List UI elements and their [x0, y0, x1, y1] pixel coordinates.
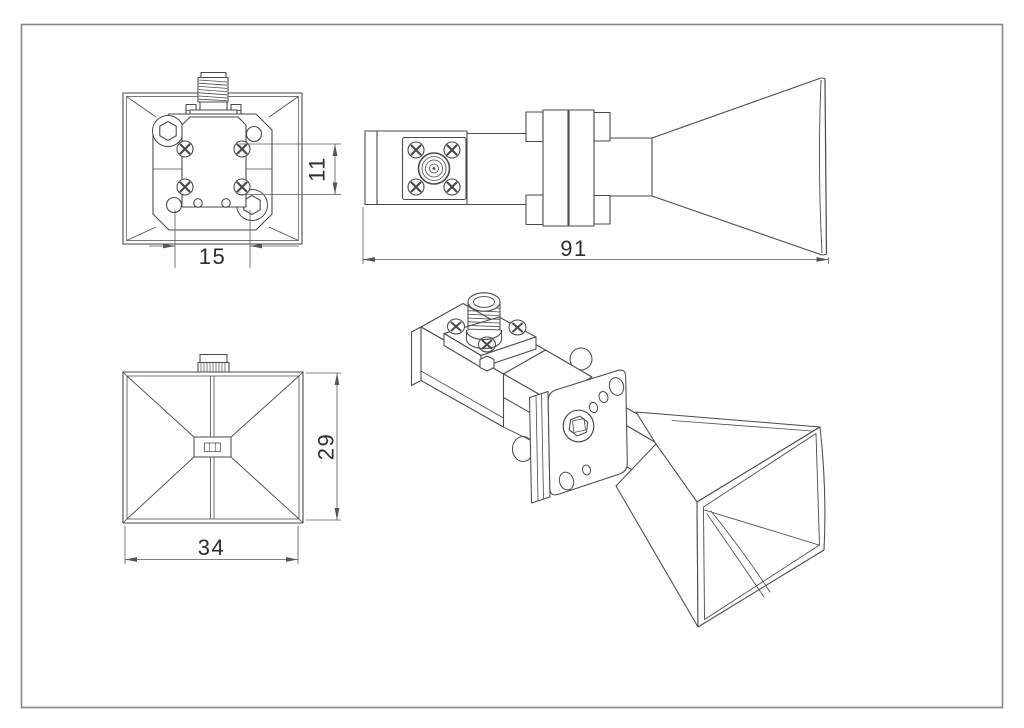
horn-flare-side [651, 77, 828, 256]
iso-sma-pedestal [443, 316, 537, 372]
dim-label-horizontal-spacing: 15 [199, 244, 226, 269]
hex-bolt-icon [159, 120, 177, 142]
dimension-34 [124, 526, 299, 564]
iso-horn [615, 411, 826, 628]
hex-socket-bolt-icon [562, 409, 595, 443]
sma-connector-front [197, 353, 230, 374]
sma-connector-side [417, 152, 451, 185]
through-hole [165, 196, 183, 214]
iso-flange [528, 369, 628, 504]
dim-label-vertical-spacing: 11 [305, 156, 330, 182]
dim-label-overall-length: 91 [560, 236, 587, 261]
aperture-inner-rim [126, 375, 300, 520]
flange-holes [558, 377, 625, 491]
through-hole [245, 125, 263, 143]
corner-chamfer-lines [126, 96, 299, 241]
isometric-view [410, 292, 826, 628]
dimension-15 [149, 210, 299, 268]
dimension-11 [240, 143, 341, 195]
hex-nub-icon [479, 355, 495, 372]
phillips-screw-icon [446, 318, 527, 353]
side-view: 91 [362, 77, 829, 264]
iso-sma-connector [465, 292, 503, 350]
back-view: 11 15 [122, 71, 341, 269]
sma-connector-back [185, 71, 242, 119]
waveguide-flange [525, 109, 611, 227]
phillips-screw-icon [407, 141, 461, 196]
waveguide-throat [193, 436, 232, 458]
dimension-29 [306, 372, 341, 521]
sheet-border [20, 23, 1004, 709]
dim-label-aperture-width: 34 [198, 535, 225, 560]
iso-top-boss [569, 347, 593, 371]
phillips-screw-icon [176, 140, 251, 196]
launcher-plate [181, 116, 247, 208]
dim-label-aperture-height: 29 [314, 433, 339, 460]
flare-edges-front [126, 375, 300, 520]
front-view: 29 34 [122, 353, 341, 564]
dimension-91 [362, 207, 829, 264]
